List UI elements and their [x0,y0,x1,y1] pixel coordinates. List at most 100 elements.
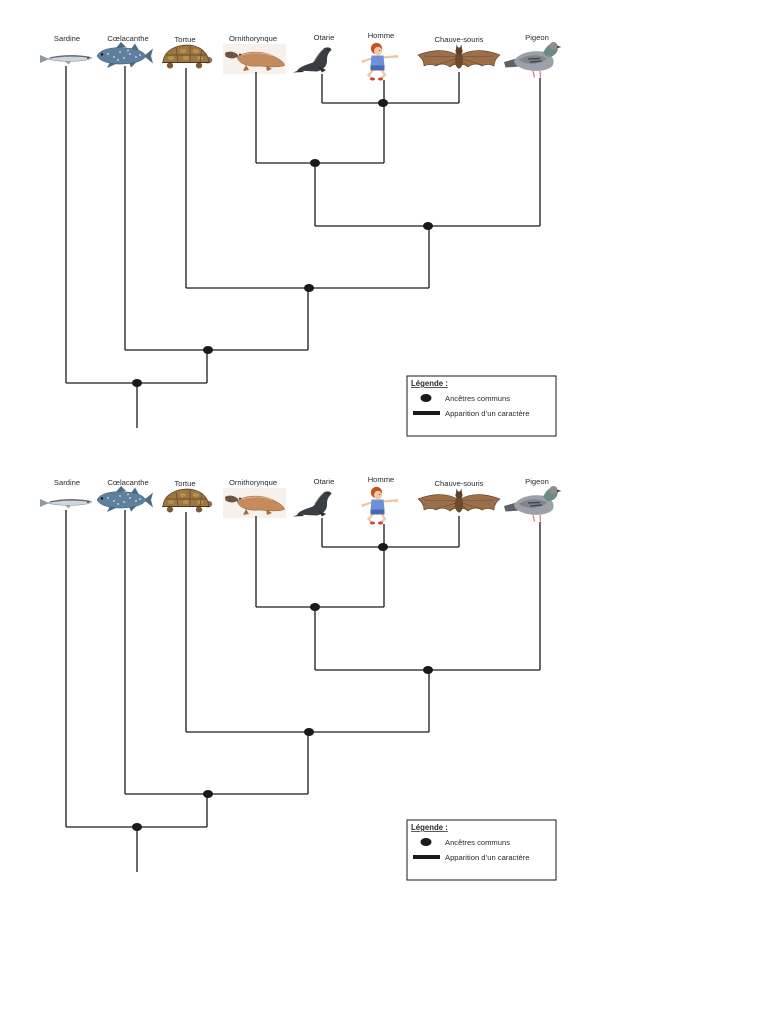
taxon-label: Tortue [174,35,195,44]
taxon-label: Homme [368,31,395,40]
taxon-label: Otarie [314,477,335,486]
fish-fin [64,505,71,509]
pigeon-wing-bars [527,57,543,63]
fish-spot [129,53,131,55]
legend-frame [406,375,557,437]
taxon-label: Pigeon [525,477,549,486]
pigeon-foot [539,514,542,522]
legend-node-dot-icon [420,394,432,402]
fish-tail [40,55,49,63]
fish-spot [127,493,129,496]
fish-back-stripe [49,55,91,59]
fish-eye [87,57,89,59]
fish-spot [107,497,109,499]
sea-lion-front-flipper [318,510,326,517]
fish-eye [87,501,89,503]
pigeon-image [504,42,562,78]
human-shorts [370,509,385,515]
human-shoe [369,521,376,525]
shell-plate [192,493,200,497]
common-ancestor-node [423,666,433,674]
shell-plate [182,500,190,504]
bat-wing-fingers [423,499,495,511]
platypus-bill [225,495,239,503]
sea-lion-highlight [314,48,325,61]
legend-title: Légende : [411,379,448,388]
human-hand [394,54,399,59]
taxon-label: Cœlacanthe [107,478,148,487]
bat-body [455,51,463,69]
legend-label-common-ancestors: Ancêtres communs [445,394,510,403]
fish-spot [119,51,121,53]
fish-body [96,491,147,509]
human-arm [381,499,397,503]
sea-lion-eye [327,492,329,495]
bat-image [417,488,501,513]
taxon-label: Homme [368,475,395,484]
platypus-leg [243,65,249,71]
common-ancestor-node [203,790,213,798]
taxon-label: Sardine [54,478,80,487]
shell-plate [179,493,187,497]
common-ancestor-node [304,728,314,736]
human-leg [380,513,387,524]
taxon-label: Sardine [54,34,80,43]
common-ancestor-node [304,284,314,292]
taxon-label: Tortue [174,479,195,488]
taxon-label: Otarie [314,33,335,42]
fish-spot [139,54,141,56]
fish-eye [100,53,104,56]
legend-label-character-appearance: Apparition d’un caractère [445,409,529,418]
bat-body [455,495,463,513]
fish-tail [144,492,153,508]
fish-fin [116,486,126,492]
human-image [361,42,399,81]
human-hand [361,504,365,507]
sea-lion-front-flipper [318,66,326,73]
bat-head [455,47,463,55]
sea-lion-body [297,47,332,72]
pigeon-beak [557,45,562,49]
human-leg [366,69,374,80]
pigeon-beak [557,489,562,493]
fish-spot [135,500,137,502]
platypus-image [223,488,286,518]
tortoise-leg [195,62,203,69]
common-ancestor-node [423,222,433,230]
human-arm [381,55,397,59]
human-leg [366,513,374,524]
fish-spot [129,497,131,499]
bat-wing-fingers [423,55,495,67]
sea-lion-image [293,491,332,517]
fish-spot [127,49,129,52]
common-ancestor-node [310,603,320,611]
fish-eye [100,497,104,500]
sea-lion-body [297,491,332,516]
human-face [374,46,382,56]
common-ancestor-node [378,99,388,107]
fish-spot [113,56,115,58]
taxon-label: Chauve-souris [435,35,484,44]
legend-label-character-appearance: Apparition d’un caractère [445,853,529,862]
fish-spot [117,59,119,61]
fish-spot [107,53,109,55]
pigeon-head [549,42,558,50]
shell-plate [192,49,200,53]
shell-plate [167,56,175,60]
platypus-bill [225,51,239,59]
sardine-image [40,55,93,65]
shell-plate [196,500,204,504]
shell-seams [166,45,207,63]
pigeon-eye [553,44,556,47]
taxon-label: Pigeon [525,33,549,42]
platypus-leg [243,509,249,515]
tortoise-leg [166,506,174,513]
coelacanth-image [96,486,153,512]
legend-frame [406,819,557,881]
pigeon-foot [532,514,536,522]
sea-lion-highlight [314,492,325,505]
taxon-label: Ornithorynque [229,478,277,487]
